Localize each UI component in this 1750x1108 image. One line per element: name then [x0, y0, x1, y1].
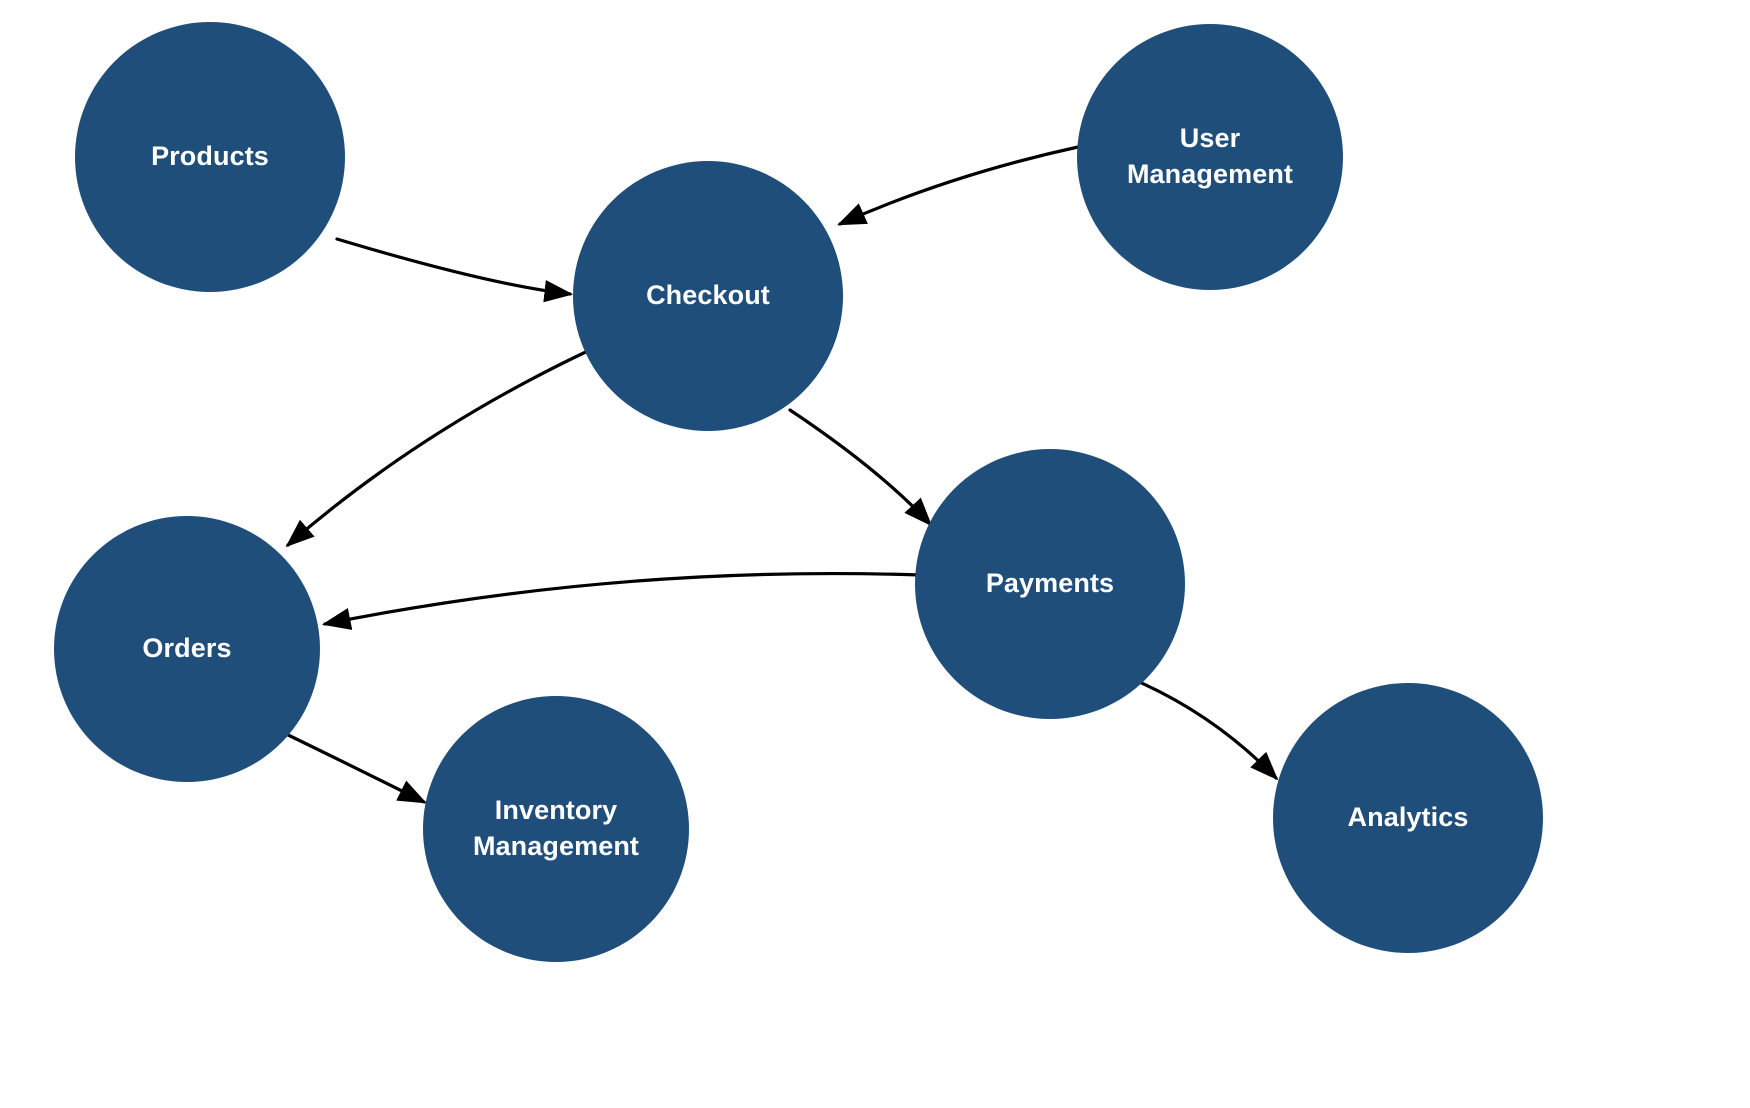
node-products[interactable]: Products: [75, 22, 345, 292]
node-inventory[interactable]: Inventory Management: [423, 696, 689, 962]
edge-checkout-orders: [285, 347, 594, 548]
edge-payments-orders: [321, 571, 922, 630]
node-label-products: Products: [151, 141, 269, 172]
edge-checkout-payments: [788, 408, 933, 527]
node-user_mgmt[interactable]: User Management: [1077, 24, 1343, 290]
node-orders[interactable]: Orders: [54, 516, 320, 782]
edge-products-checkout: [335, 237, 574, 303]
node-analytics[interactable]: Analytics: [1273, 683, 1543, 953]
node-payments[interactable]: Payments: [915, 449, 1185, 719]
node-label-orders: Orders: [142, 633, 232, 664]
node-label-analytics: Analytics: [1347, 802, 1469, 833]
edges-group: [282, 145, 1279, 804]
edge-orders-inventory: [282, 731, 427, 804]
edge-usermgmt-checkout: [837, 145, 1080, 226]
edge-payments-analytics: [1133, 678, 1279, 781]
node-checkout[interactable]: Checkout: [573, 161, 843, 431]
node-label-user_mgmt: User Management: [1126, 123, 1294, 189]
node-label-payments: Payments: [985, 568, 1115, 599]
node-label-inventory: Inventory Management: [472, 795, 640, 861]
node-label-checkout: Checkout: [646, 280, 770, 311]
